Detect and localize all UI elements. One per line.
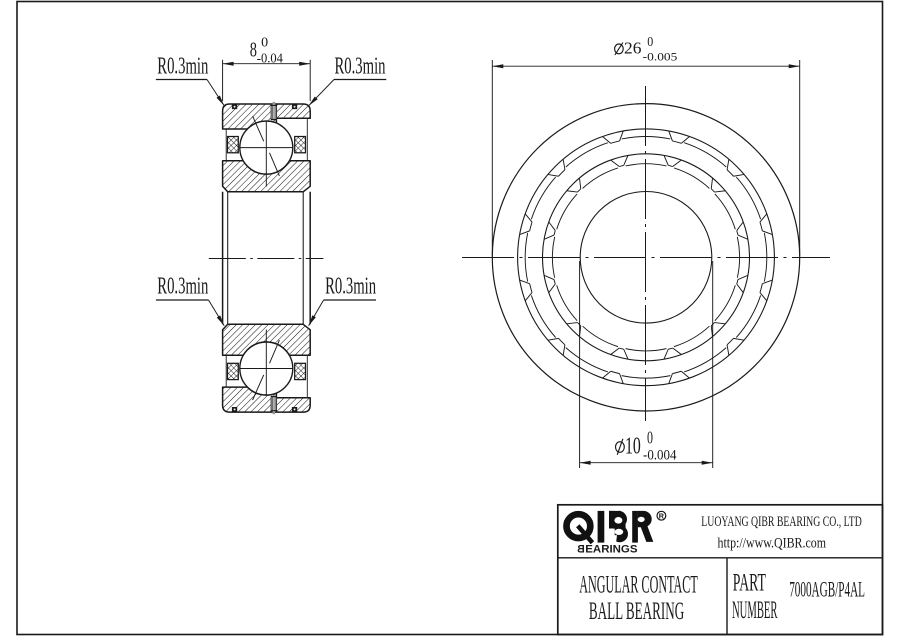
svg-text:8: 8 [250, 38, 257, 62]
svg-text:0: 0 [647, 427, 653, 447]
svg-text:ANGULAR CONTACT: ANGULAR CONTACT [579, 571, 698, 598]
svg-text:BALL BEARING: BALL BEARING [589, 598, 684, 625]
svg-text:-0.005: -0.005 [643, 50, 678, 64]
svg-text:R: R [659, 512, 665, 521]
svg-text:10: 10 [625, 434, 641, 460]
svg-text:EARINGS: EARINGS [585, 543, 637, 555]
svg-text:-0.04: -0.04 [257, 51, 283, 66]
svg-text:-0.004: -0.004 [643, 447, 677, 463]
svg-text:PART: PART [733, 570, 766, 597]
svg-text:http://www.QIBR.com: http://www.QIBR.com [718, 536, 827, 552]
svg-text:0: 0 [647, 34, 653, 49]
svg-text:R0.3min: R0.3min [157, 53, 208, 79]
svg-text:R0.3min: R0.3min [157, 274, 208, 300]
svg-text:B: B [577, 543, 585, 555]
svg-text:NUMBER: NUMBER [732, 597, 778, 624]
svg-text:R0.3min: R0.3min [335, 53, 386, 79]
svg-text:26: 26 [624, 39, 641, 58]
svg-text:R0.3min: R0.3min [325, 274, 376, 300]
svg-text:7000AGB/P4AL: 7000AGB/P4AL [789, 577, 865, 602]
svg-text:0: 0 [261, 36, 268, 51]
svg-text:LUOYANG QIBR BEARING CO., LTD: LUOYANG QIBR BEARING CO., LTD [701, 514, 862, 530]
